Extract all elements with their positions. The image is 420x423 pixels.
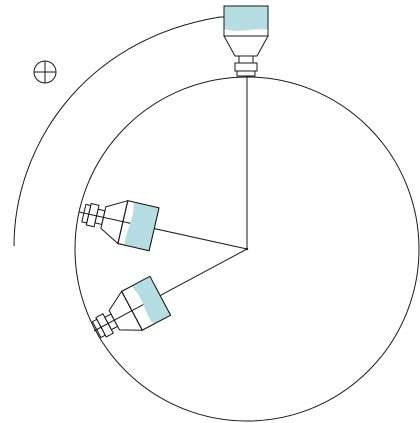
container-top [224,6,268,76]
radius-line-left [79,212,247,249]
center-point [246,248,248,250]
target-symbol [34,61,56,83]
radius-line-lower-left [94,249,247,331]
radius-lines [79,76,247,331]
